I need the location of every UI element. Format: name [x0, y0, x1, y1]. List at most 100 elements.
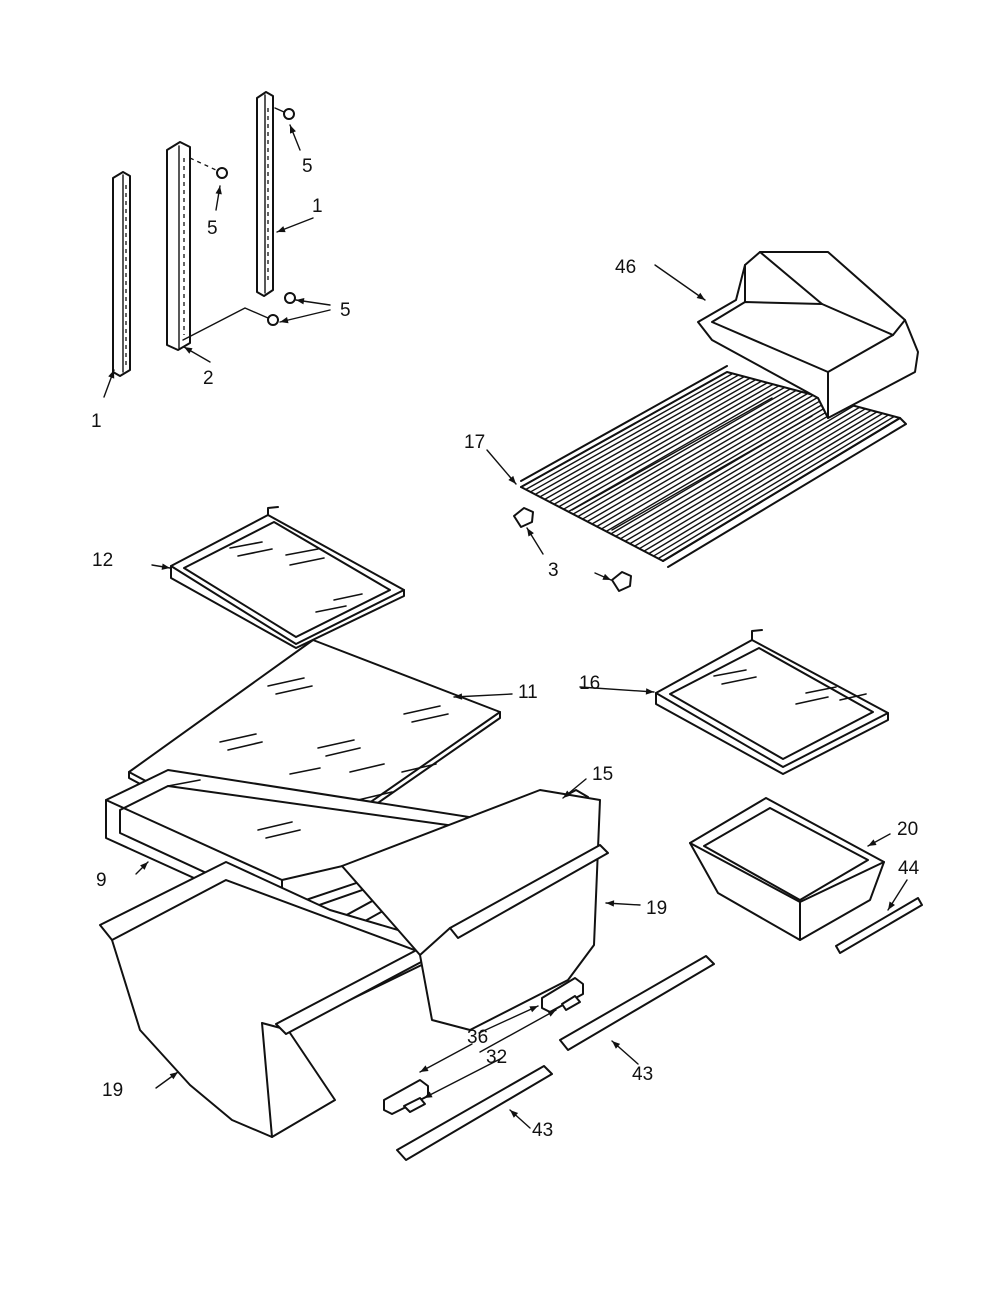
callout-20: 20	[897, 819, 918, 840]
hatch-mark	[275, 685, 313, 695]
wire-rung	[539, 377, 751, 498]
screw-4	[182, 307, 279, 341]
hatch-mark	[265, 829, 301, 839]
callout-17: 17	[464, 432, 485, 453]
trim-strip-left	[396, 1065, 553, 1161]
wire-rung	[567, 386, 786, 513]
leader-arrow	[453, 693, 513, 700]
callout-12: 12	[92, 550, 113, 571]
crisper-drawer-right	[341, 789, 609, 1031]
shelf-support-right	[256, 91, 274, 297]
wire-rung	[619, 403, 849, 540]
hatch-mark	[325, 747, 361, 757]
wire-rung	[534, 375, 745, 496]
wire-rung	[591, 394, 815, 525]
leader-arrow	[423, 1057, 503, 1099]
wire-rung	[562, 385, 780, 510]
hatch-mark	[289, 557, 325, 566]
leader-arrow	[611, 1040, 639, 1065]
hatch-mark	[839, 693, 867, 701]
leader-arrow	[279, 309, 331, 324]
callout-5-top: 5	[302, 156, 313, 177]
leader-lines	[103, 124, 908, 1129]
trim-strip-right	[559, 955, 715, 1051]
wire-rung	[662, 417, 901, 562]
wire-rung	[596, 395, 820, 528]
callout-46: 46	[615, 257, 636, 278]
hatch-mark	[411, 713, 449, 723]
callout-19-right: 19	[646, 898, 667, 919]
wire-rung	[643, 411, 878, 552]
hatch-mark	[349, 763, 385, 773]
callout-32: 32	[486, 1047, 507, 1068]
hatch-mark	[713, 669, 747, 677]
leader-arrow	[562, 778, 587, 799]
wire-rung	[577, 389, 797, 518]
wire-rung	[610, 400, 838, 535]
crisper-drawer-left	[99, 861, 441, 1138]
wire-shelf	[520, 365, 907, 568]
leader-arrow	[526, 527, 544, 555]
shelf-support-peg-1	[513, 507, 534, 528]
wire-rung	[633, 408, 867, 547]
screw-2	[189, 157, 228, 179]
hatch-mark	[267, 677, 305, 687]
hatch-mark	[403, 705, 441, 715]
leader-arrow	[276, 217, 314, 233]
leader-arrow	[605, 900, 641, 907]
callout-11: 11	[518, 682, 538, 703]
small-drawer-20	[689, 797, 885, 941]
wire-rung	[657, 415, 895, 560]
callout-5-mid: 5	[207, 218, 218, 239]
hatch-mark	[285, 548, 319, 556]
hatch-mark	[289, 767, 321, 775]
hatch-mark	[227, 741, 263, 751]
hatch-mark	[167, 779, 201, 787]
leader-arrow	[183, 346, 211, 363]
wire-rung	[525, 372, 734, 491]
hatch-mark	[805, 686, 837, 694]
callout-1-left: 1	[91, 411, 102, 432]
screw-3	[284, 292, 296, 304]
callout-43-right: 43	[632, 1064, 653, 1085]
leader-arrow	[419, 1043, 473, 1073]
hatch-mark	[721, 676, 757, 685]
callout-15: 15	[592, 764, 613, 785]
leader-arrow	[486, 449, 517, 485]
glass-shelf-12	[170, 506, 405, 649]
callout-labels: 1 1 2 3 5 5 5 9 11 12 15 16 17 19 19 20 …	[91, 156, 920, 1141]
leader-arrow	[135, 861, 149, 875]
hatch-mark	[317, 739, 355, 749]
drawer-slide-left	[383, 1079, 429, 1115]
callout-44: 44	[898, 858, 920, 879]
callout-5-bottom: 5	[340, 300, 351, 321]
leader-arrow	[479, 1009, 557, 1053]
shelf-support-left	[112, 171, 131, 377]
wire-rung	[586, 392, 809, 523]
wire-rung	[638, 409, 872, 550]
leader-arrow	[289, 124, 301, 151]
callout-2: 2	[203, 368, 214, 389]
leader-arrow	[155, 1071, 179, 1089]
callout-36: 36	[467, 1027, 488, 1048]
leader-arrow	[295, 297, 331, 306]
hatch-mark	[333, 593, 363, 601]
hatch-mark	[357, 791, 393, 801]
leader-arrow	[579, 686, 655, 695]
wire-rung	[648, 412, 884, 555]
drawer-slide-right	[541, 977, 584, 1013]
hatch-mark	[257, 821, 293, 831]
screw-1	[274, 107, 295, 120]
callout-43-left: 43	[532, 1120, 553, 1141]
leader-arrow	[654, 264, 706, 301]
callout-1-right: 1	[312, 196, 323, 217]
leader-arrow	[867, 833, 891, 847]
hatch-mark	[795, 696, 829, 705]
leader-arrow	[478, 1005, 539, 1034]
hatch-mark	[219, 733, 257, 743]
wire-rung	[581, 391, 803, 520]
callout-19-left: 19	[102, 1080, 123, 1101]
wire-rung	[572, 388, 792, 515]
